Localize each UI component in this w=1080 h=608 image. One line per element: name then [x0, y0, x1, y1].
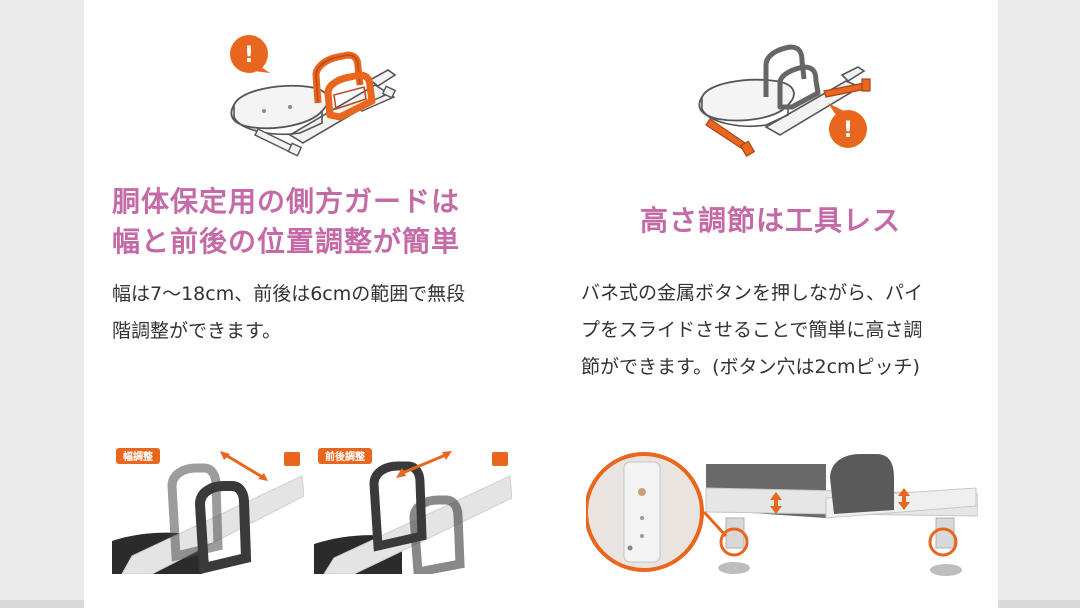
- side-guard-heading: 胴体保定用の側方ガードは 幅と前後の位置調整が簡単: [112, 182, 532, 262]
- height-adjust-illustration: !: [698, 44, 871, 158]
- side-guard-illustration: !: [230, 35, 397, 157]
- body-line-1: バネ式の金属ボタンを押しながら、パイ: [581, 282, 924, 304]
- content-page: !: [84, 0, 998, 608]
- heading-line-2: 幅と前後の位置調整が簡単: [112, 225, 461, 258]
- height-adjust-photo: [586, 448, 978, 578]
- photo-label: 前後調整: [325, 450, 365, 463]
- body-line-2: プをスライドさせることで簡単に高さ調: [581, 319, 923, 341]
- body-line-1: 幅は7〜18cm、前後は6cmの範囲で無段: [112, 283, 466, 305]
- alert-bubble-icon: !: [230, 35, 270, 73]
- svg-text:!: !: [843, 118, 853, 143]
- height-heading-block: 高さ調節は工具レス: [640, 201, 940, 241]
- body-line-3: 節ができます。(ボタン穴は2cmピッチ): [581, 356, 920, 378]
- hand-icon: [284, 452, 300, 466]
- photo-label: 幅調整: [123, 450, 153, 463]
- height-description: バネ式の金属ボタンを押しながら、パイ プをスライドさせることで簡単に高さ調 節が…: [581, 275, 981, 386]
- hand-icon: [492, 452, 508, 466]
- body-line-2: 階調整ができます。: [112, 320, 282, 342]
- heading-line-1: 胴体保定用の側方ガードは: [112, 185, 461, 218]
- height-heading: 高さ調節は工具レス: [640, 204, 902, 237]
- svg-text:!: !: [244, 43, 254, 68]
- width-adjust-photo: 幅調整: [112, 446, 304, 574]
- side-guard-description: 幅は7〜18cm、前後は6cmの範囲で無段 階調整ができます。: [112, 276, 532, 350]
- front-back-adjust-photo: 前後調整: [314, 446, 512, 574]
- alert-bubble-icon: !: [828, 103, 867, 148]
